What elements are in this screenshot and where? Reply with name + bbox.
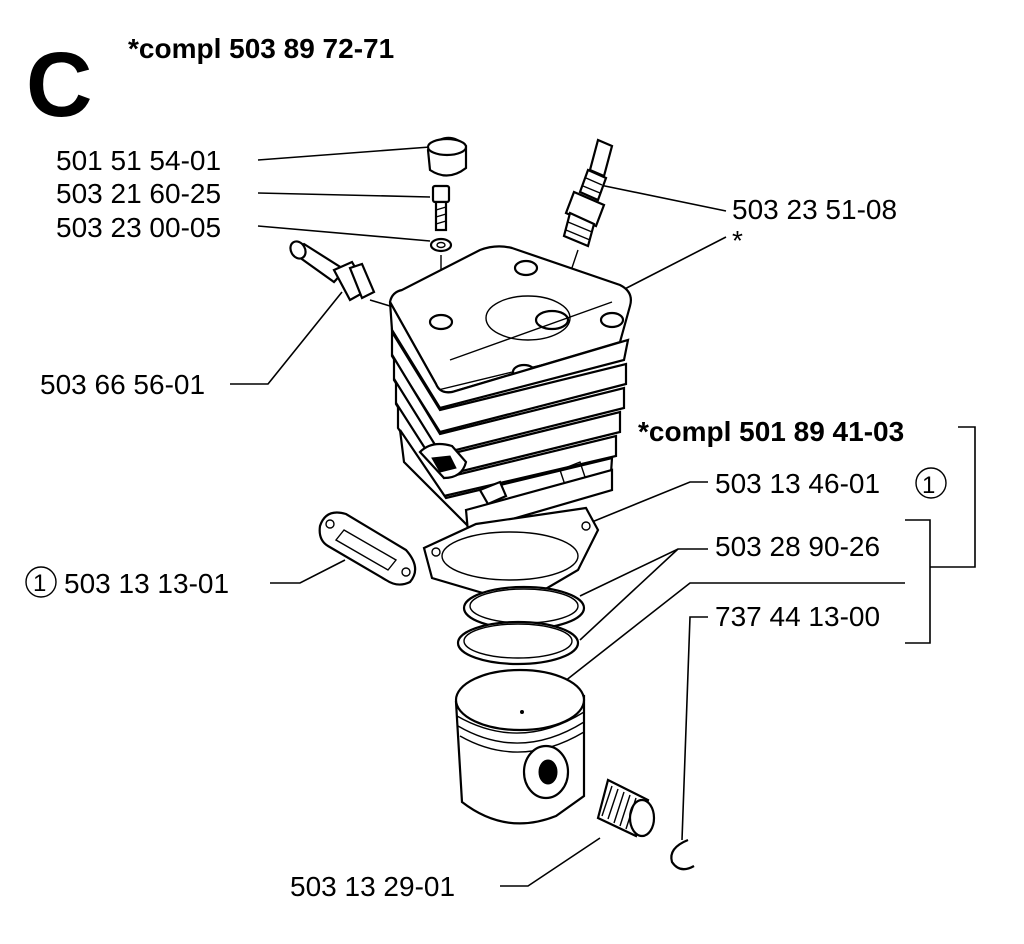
label-asterisk: * — [732, 225, 743, 256]
label-decompression-valve: 503 66 56-01 — [40, 369, 205, 400]
label-cap: 501 51 54-01 — [56, 145, 221, 176]
piston-pin-clip-part — [670, 838, 695, 871]
label-piston-rings: 503 28 90-26 — [715, 531, 880, 562]
spark-plug-part — [562, 138, 614, 248]
leader-lines — [230, 146, 976, 887]
sub-assembly-label: *compl 501 89 41-03 — [638, 416, 904, 447]
decompression-valve-part — [289, 240, 376, 302]
svg-text:1: 1 — [922, 472, 935, 499]
screw-part — [431, 184, 451, 232]
circled-marker-gasket: 1 — [915, 467, 947, 499]
needle-bearing-part — [596, 778, 656, 838]
label-screw: 503 21 60-25 — [56, 178, 221, 209]
top-assembly-label: *compl 503 89 72-71 — [128, 33, 394, 64]
section-letter: C — [26, 34, 92, 136]
cap-part — [426, 136, 468, 177]
piston-part — [454, 668, 586, 825]
piston-rings-part — [456, 585, 586, 666]
label-exhaust-gasket: 503 13 13-01 — [64, 568, 229, 599]
label-washer: 503 23 00-05 — [56, 212, 221, 243]
cylinder-gasket-part — [422, 506, 600, 606]
label-spark-plug: 503 23 51-08 — [732, 194, 897, 225]
label-piston-pin-clip: 737 44 13-00 — [715, 601, 880, 632]
svg-text:1: 1 — [33, 570, 46, 597]
circled-marker-exhaust: 1 — [25, 566, 57, 598]
cylinder-part — [388, 245, 632, 534]
label-cylinder-gasket: 503 13 46-01 — [715, 468, 880, 499]
label-needle-bearing: 503 13 29-01 — [290, 871, 455, 902]
exhaust-gasket-part — [318, 511, 417, 586]
washer-part — [429, 237, 453, 253]
